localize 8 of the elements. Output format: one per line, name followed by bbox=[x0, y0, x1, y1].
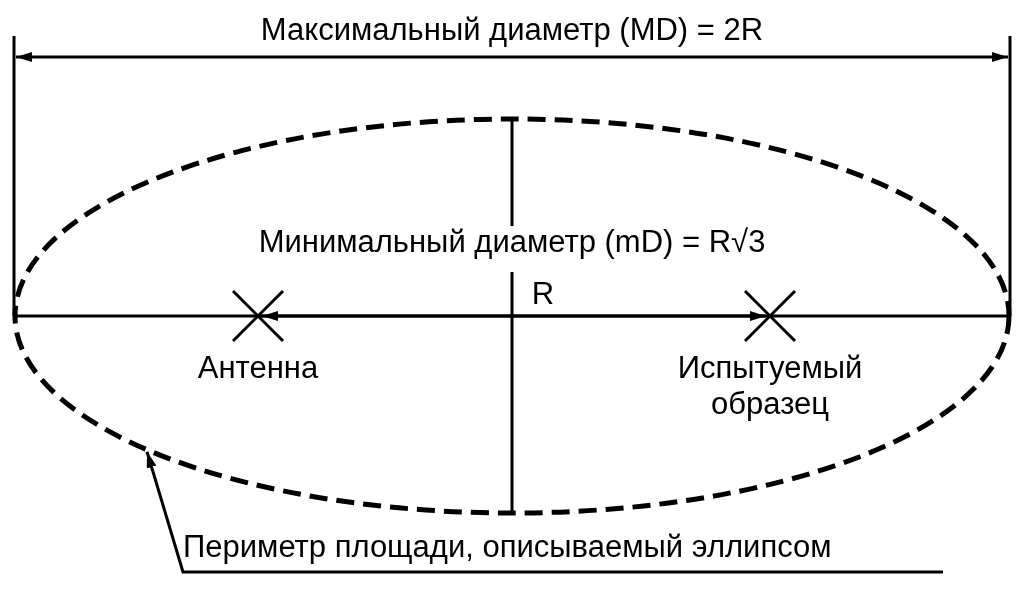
part-label: Антенна bbox=[196, 350, 320, 386]
dashed-ellipse bbox=[12, 116, 1012, 516]
part-label: Испытуемый образец bbox=[676, 350, 864, 422]
dimension-label: Минимальный диаметр (mD) = R√3 bbox=[257, 224, 767, 260]
callout-text: Периметр площади, описываемый эллипсом bbox=[183, 527, 943, 572]
leader-line bbox=[145, 451, 945, 574]
dimension-label: R bbox=[530, 276, 556, 312]
dimension-label: Максимальный диаметр (MD) = 2R bbox=[259, 12, 765, 48]
